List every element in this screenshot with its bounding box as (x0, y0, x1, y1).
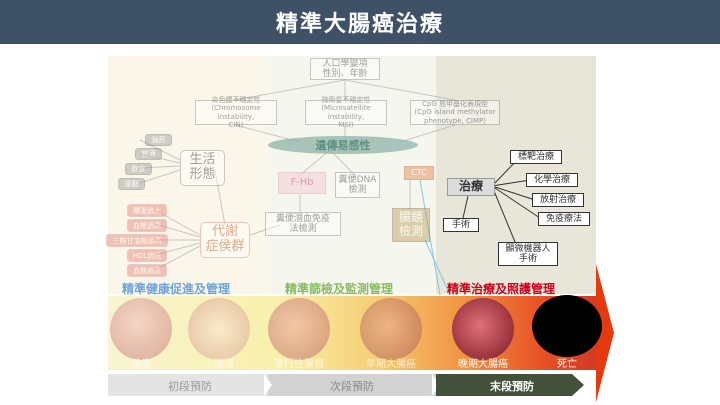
surgery-box: 手術 (443, 218, 479, 232)
ctc-box: CTC (404, 166, 434, 180)
advanced-adenoma-image (268, 298, 330, 360)
early-cancer-image (360, 298, 422, 360)
lifestyle-item: 飲食 (125, 163, 152, 175)
stage-label: 早期大腸癌 (366, 359, 416, 370)
section-screening-title: 精準篩檢及監測管理 (285, 282, 394, 296)
population-box: 人口學變項 性別、年齡 (310, 58, 380, 80)
chemotherapy-box: 化學治療 (526, 173, 578, 187)
small-adenoma-image (188, 298, 250, 360)
metabolic-item: 血糖過高 (127, 264, 167, 277)
metabolic-box: 代謝 症侯群 (200, 222, 250, 258)
metabolic-item: 三酸甘油酯過高 (106, 234, 168, 247)
lifestyle-item: 飲酒 (135, 148, 162, 160)
treatment-box: 治療 (447, 178, 495, 196)
section-treatment-title: 精準治療及照護管理 (447, 282, 556, 296)
fecal-dna-box: 糞便DNA 檢測 (335, 172, 380, 198)
metabolic-item: 腰圍過大 (127, 204, 167, 217)
screening-zone (268, 56, 436, 294)
cin-box: 染色體不穩定性 (Chromosome instability, CIN) (195, 96, 277, 129)
cimp-box: CpG 島甲基化表現型 (CpG island methylator pheno… (410, 100, 500, 125)
msi-box: 微衛星不穩定性 (Microsatellite instability, MSI… (305, 96, 387, 129)
section-health-title: 精準健康促進及管理 (122, 282, 231, 296)
stage-label: 晚期大腸癌 (458, 359, 508, 370)
primary-prevention-label: 初段預防 (168, 380, 212, 393)
metabolic-item: HDL過低 (127, 249, 167, 262)
lifestyle-box: 生活 形態 (180, 150, 225, 186)
stage-label: 進行性腺瘤 (274, 359, 324, 370)
secondary-prevention-label: 次段預防 (330, 380, 374, 393)
immunotherapy-box: 免疫療法 (538, 212, 590, 226)
fit-box: 糞便潛血免疫 法檢測 (265, 212, 341, 236)
title-bar: 精準大腸癌治療 (0, 0, 720, 44)
tertiary-prevention-label: 末段預防 (490, 380, 534, 393)
health-zone (108, 56, 268, 294)
radiotherapy-box: 放射治療 (532, 193, 584, 207)
page-title: 精準大腸癌治療 (275, 12, 444, 37)
metabolic-item: 血壓過高 (127, 219, 167, 232)
genetic-ellipse: 遺傳易感性 (268, 136, 418, 154)
late-cancer-image (452, 298, 514, 360)
targeted-therapy-box: 標靶治療 (510, 150, 562, 164)
lifestyle-item: 抽菸 (145, 134, 172, 146)
colonoscopy-box: 腸鏡 檢測 (392, 208, 430, 242)
secondary-prevention-band (268, 374, 436, 396)
stage-label: 死亡 (557, 359, 577, 370)
healthy-colon-image (110, 298, 172, 360)
death-circle (532, 295, 602, 357)
stage-label: 健康 (131, 359, 151, 370)
primary-prevention-band (108, 374, 268, 396)
robotic-surgery-box: 顯微機器人 手術 (498, 242, 558, 266)
lifestyle-item: 運動 (118, 178, 145, 190)
stage-label: 小腺腫 (204, 359, 234, 370)
genetic-label: 遺傳易感性 (315, 139, 371, 152)
fhb-box: F-Hb (278, 172, 326, 194)
